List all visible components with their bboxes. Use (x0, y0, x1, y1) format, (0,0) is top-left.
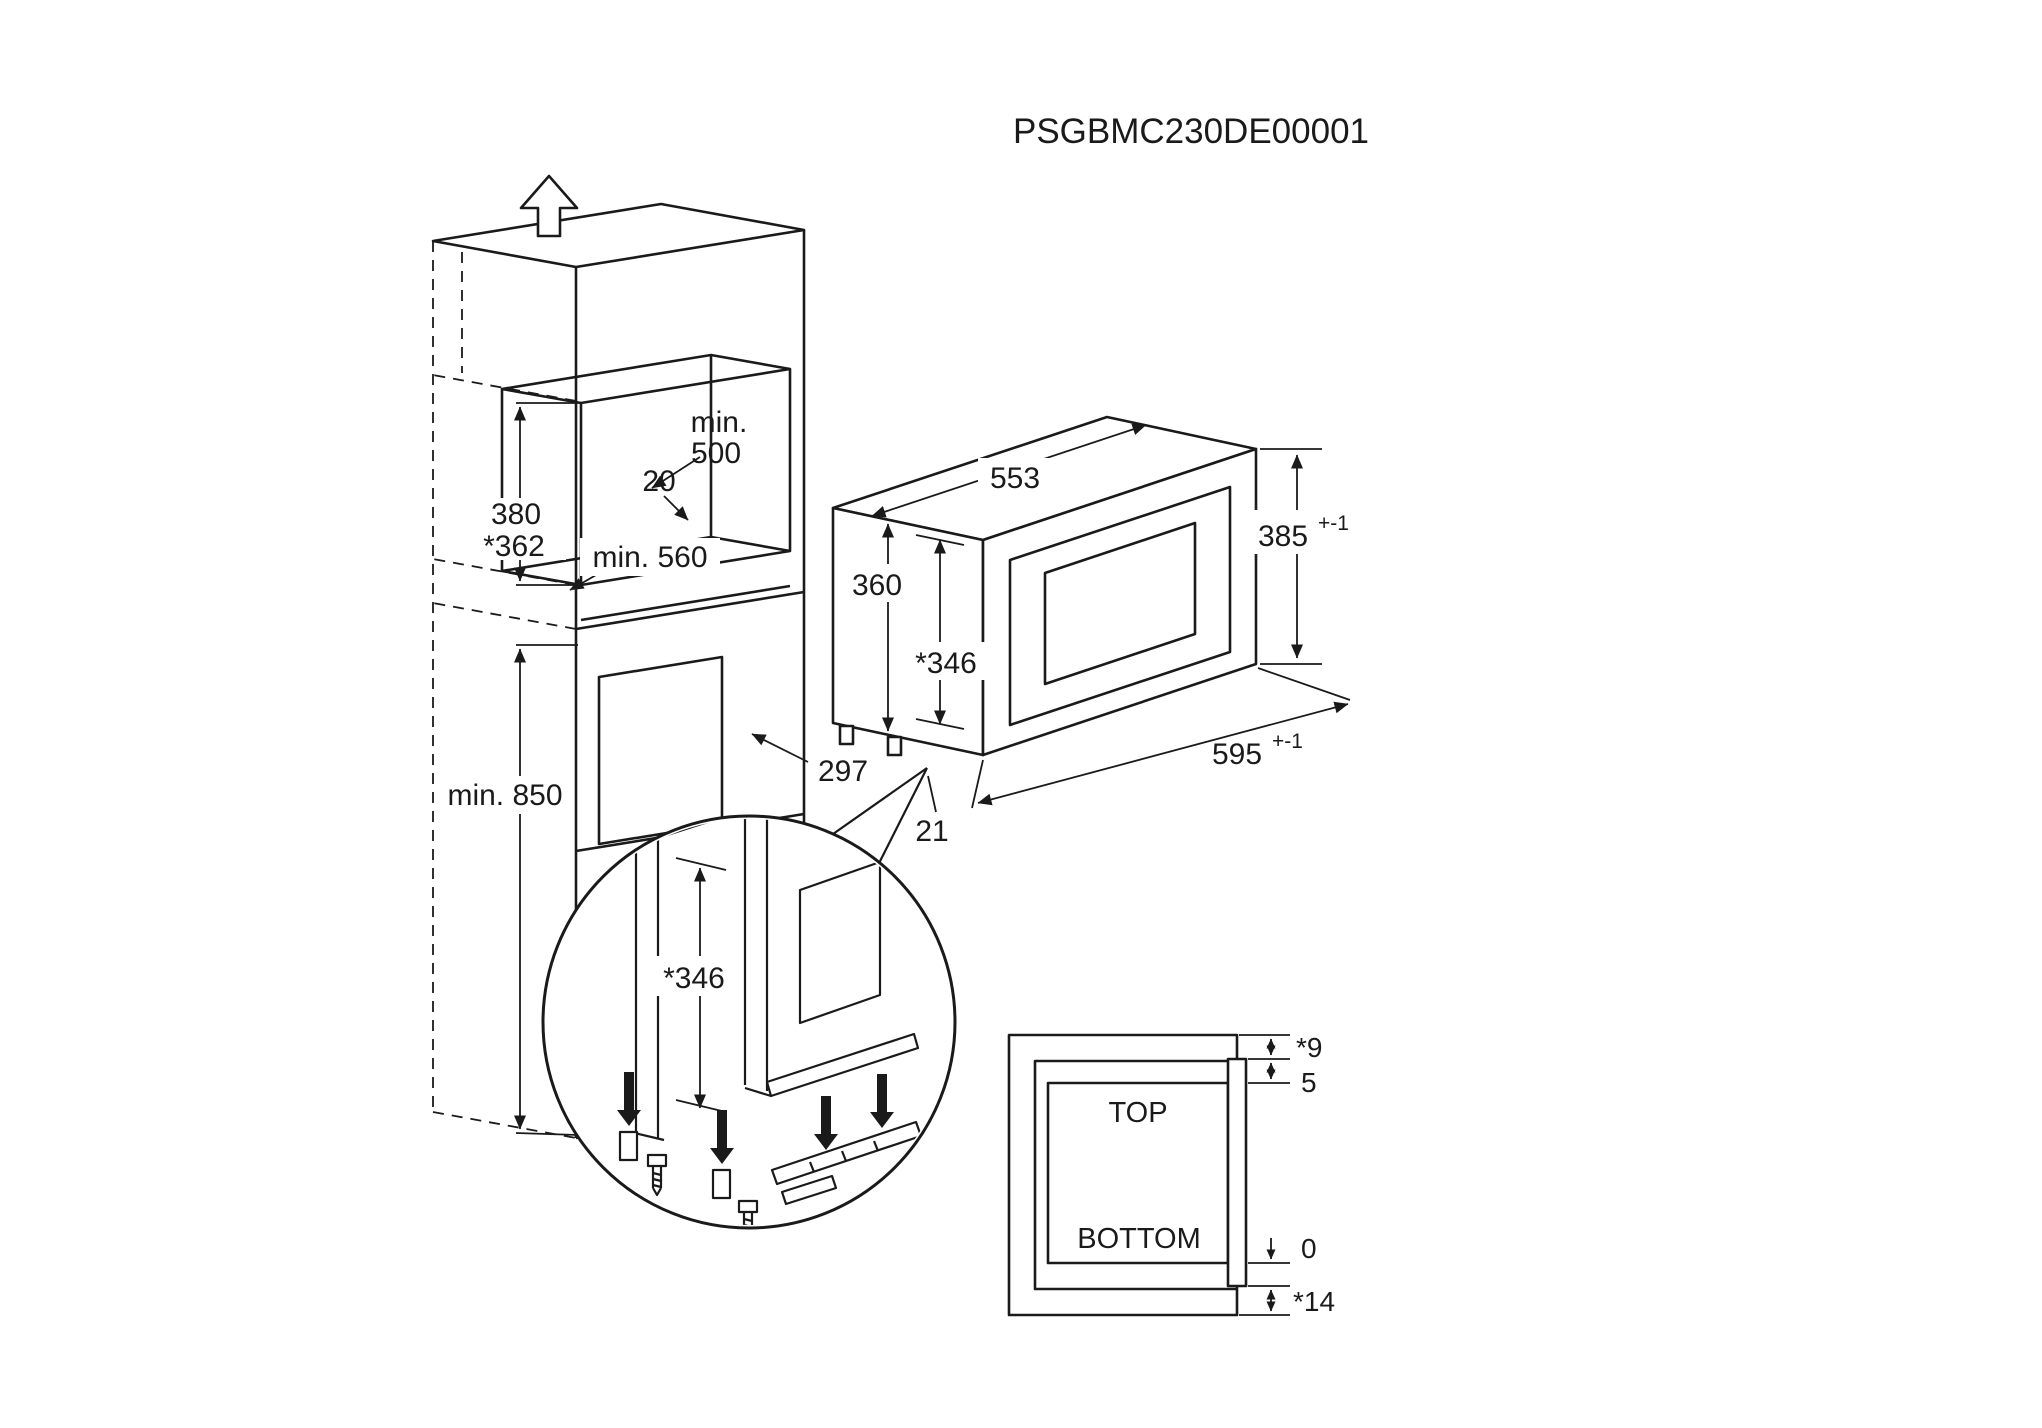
dim-niche-height-362: *362 (483, 530, 545, 563)
detail-rail-tick (840, 1150, 848, 1162)
leader-21 (927, 775, 937, 813)
dim-niche-width-min: min. (691, 406, 748, 439)
leader-20 (663, 495, 689, 521)
detail-microwave-window (798, 860, 882, 1025)
up-arrow-icon (519, 174, 579, 238)
dim-bottom-gap-21: 21 (915, 815, 948, 848)
detail-spacer-block (711, 1168, 732, 1200)
section-door-trim (1226, 1057, 1248, 1288)
screw-shaft (651, 1166, 663, 1197)
screw-head (646, 1153, 668, 1168)
dim-mw-height-360: 360 (852, 569, 902, 602)
detail-microwave-bottom-edge (744, 1086, 772, 1098)
niche-right-wall-top (710, 353, 791, 371)
section-top-label: TOP (1108, 1097, 1167, 1129)
dim-section-top-gap: 5 (1301, 1067, 1317, 1098)
dim-tie (675, 857, 727, 871)
oven-top-hidden (432, 602, 577, 630)
down-arrow-icon (617, 1072, 641, 1126)
detail-bracket-strip (780, 1174, 838, 1206)
niche-bottom-hidden (432, 558, 577, 586)
dim-oven-offset-297: 297 (818, 755, 868, 788)
microwave-foot-left (838, 724, 855, 746)
microwave-foot-right (886, 735, 903, 757)
oven-top-edge (575, 590, 805, 631)
dim-mw-front-height-tol: +-1 (1318, 512, 1349, 535)
dim-niche-height-380: 380 (491, 498, 541, 531)
down-arrow-icon (870, 1074, 894, 1128)
dim-detail-height-346: *346 (663, 962, 725, 995)
dim-section-bottom-offset: *14 (1293, 1286, 1335, 1317)
detail-microwave-door-trim (765, 1032, 920, 1098)
dim-tie (971, 759, 984, 809)
dim-front-gap-20: 20 (642, 465, 675, 498)
niche-top-hidden (432, 374, 577, 402)
dim-line-595 (977, 701, 1349, 806)
dim-mw-inner-height-346: *346 (915, 647, 977, 680)
detail-mounting-arrows (617, 1072, 894, 1164)
dim-tie (675, 1099, 727, 1113)
dim-mw-front-width-595: 595 (1212, 738, 1262, 771)
dim-tie (1257, 667, 1351, 701)
dim-tie (915, 534, 965, 546)
niche-left-wall (500, 387, 582, 587)
section-cabinet-inner (1033, 1059, 1237, 1291)
section-bottom-label: BOTTOM (1077, 1223, 1201, 1255)
detail-spacer-block (618, 1130, 639, 1162)
detail-rail-tick (872, 1140, 880, 1152)
screw-shaft (742, 1212, 754, 1225)
dim-section-bottom-gap: 0 (1301, 1233, 1317, 1264)
down-arrow-icon (814, 1096, 838, 1150)
dim-mw-front-height-385: 385 (1258, 520, 1308, 553)
section-view (1007, 1033, 1290, 1317)
microwave-door-frame (1008, 485, 1232, 727)
dim-section-top-offset: *9 (1296, 1032, 1322, 1063)
dim-tie (915, 718, 965, 730)
niche-right-wall-bottom (710, 535, 791, 553)
detail-rail-tick (808, 1161, 816, 1173)
niche-lower-rail (580, 584, 791, 622)
labels: PSGBMC230DE00001 min. 500 20 380 *362 mi… (447, 112, 1369, 1317)
dim-niche-depth-560: min. 560 (592, 541, 707, 574)
oven-door-window (597, 655, 724, 846)
label-backings (440, 458, 1356, 996)
dim-niche-width-value: 500 (691, 437, 741, 470)
dim-mw-front-width-tol: +-1 (1272, 730, 1303, 753)
screw-head (737, 1199, 759, 1214)
microwave-door-window (1043, 521, 1197, 686)
cabinet-top-face (431, 202, 806, 269)
dim-tie (515, 1132, 579, 1136)
down-arrow-icon (710, 1110, 734, 1164)
section-cabinet-outer (1007, 1033, 1239, 1317)
dim-plinth-height-850: min. 850 (447, 779, 562, 812)
diagram-title: PSGBMC230DE00001 (1013, 112, 1369, 151)
dim-mw-width-553: 553 (990, 462, 1040, 495)
detail-circle (541, 814, 957, 1230)
leader-min500 (651, 456, 701, 489)
leader-297 (751, 733, 809, 763)
